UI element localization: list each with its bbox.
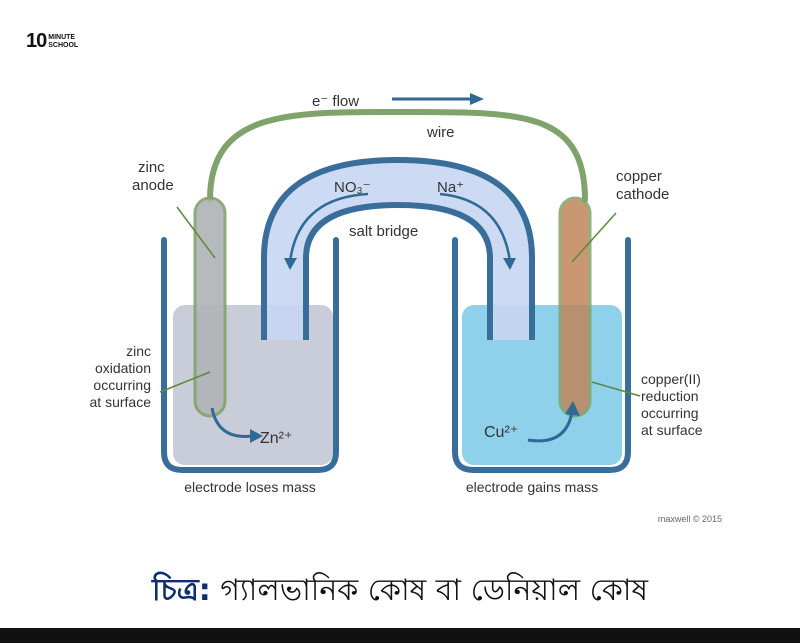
credit-label: maxwell © 2015 bbox=[658, 514, 722, 524]
anode-label-line2: anode bbox=[132, 177, 174, 194]
salt-bridge-inner bbox=[303, 201, 493, 340]
electron-flow-label: e⁻ flow bbox=[312, 93, 359, 110]
figure-caption: চিত্র: গ্যালভানিক কোষ বা ডেনিয়াল কোষ bbox=[0, 566, 800, 617]
cation-label: Na⁺ bbox=[437, 179, 464, 196]
right-process-line3: occurring bbox=[641, 405, 699, 421]
anion-label: NO₃⁻ bbox=[334, 179, 371, 196]
copper-cathode bbox=[558, 196, 592, 418]
logo-line1: MINUTE bbox=[48, 33, 76, 41]
cathode-label-line2: cathode bbox=[616, 186, 669, 203]
left-process-line2: oxidation bbox=[95, 360, 151, 376]
zinc-ion-arrow bbox=[210, 407, 253, 438]
caption-prefix: চিত্র: bbox=[151, 573, 211, 608]
salt-bridge-fill bbox=[264, 160, 532, 340]
logo-line2: SCHOOL bbox=[48, 41, 79, 49]
wire-label: wire bbox=[426, 124, 455, 141]
right-process-line4: at surface bbox=[641, 422, 703, 438]
caption-text: গ্যালভানিক কোষ বা ডেনিয়াল কোষ bbox=[220, 573, 649, 608]
zinc-ion-arrowhead bbox=[250, 429, 263, 443]
left-mass-label: electrode loses mass bbox=[184, 479, 316, 495]
right-process-leader bbox=[591, 381, 641, 397]
logo-number: 10 bbox=[26, 30, 47, 52]
wire bbox=[207, 108, 588, 203]
left-process-leader bbox=[159, 371, 211, 393]
electron-flow-arrowhead bbox=[470, 93, 484, 105]
anion-arrow bbox=[288, 192, 369, 263]
right-process-line2: reduction bbox=[641, 388, 699, 404]
anion-arrowhead bbox=[284, 258, 297, 270]
cathode-leader bbox=[571, 212, 617, 263]
left-beaker bbox=[161, 237, 339, 473]
salt-bridge-label: salt bridge bbox=[349, 223, 418, 240]
anode-label-line1: zinc bbox=[138, 159, 165, 176]
left-process-line4: at surface bbox=[90, 394, 152, 410]
right-mass-label: electrode gains mass bbox=[466, 479, 598, 495]
copper-ion-label: Cu²⁺ bbox=[484, 424, 518, 441]
left-process-line1: zinc bbox=[126, 343, 151, 359]
ten-minute-school-logo: 10 MINUTE SCHOOL bbox=[26, 30, 78, 53]
zinc-anode bbox=[193, 196, 227, 418]
salt-bridge-outer bbox=[261, 156, 535, 340]
cation-arrowhead bbox=[503, 258, 516, 270]
left-process-line3: occurring bbox=[93, 377, 151, 393]
anode-leader bbox=[176, 206, 216, 259]
copper-ion-arrow bbox=[527, 411, 574, 443]
cathode-label-line1: copper bbox=[616, 168, 662, 185]
copper-ion-arrowhead bbox=[565, 401, 580, 416]
cation-arrow bbox=[439, 192, 512, 263]
bottom-bar bbox=[0, 628, 800, 643]
right-process-line1: copper(II) bbox=[641, 371, 701, 387]
zinc-ion-label: Zn²⁺ bbox=[260, 430, 292, 447]
right-beaker bbox=[452, 237, 631, 473]
